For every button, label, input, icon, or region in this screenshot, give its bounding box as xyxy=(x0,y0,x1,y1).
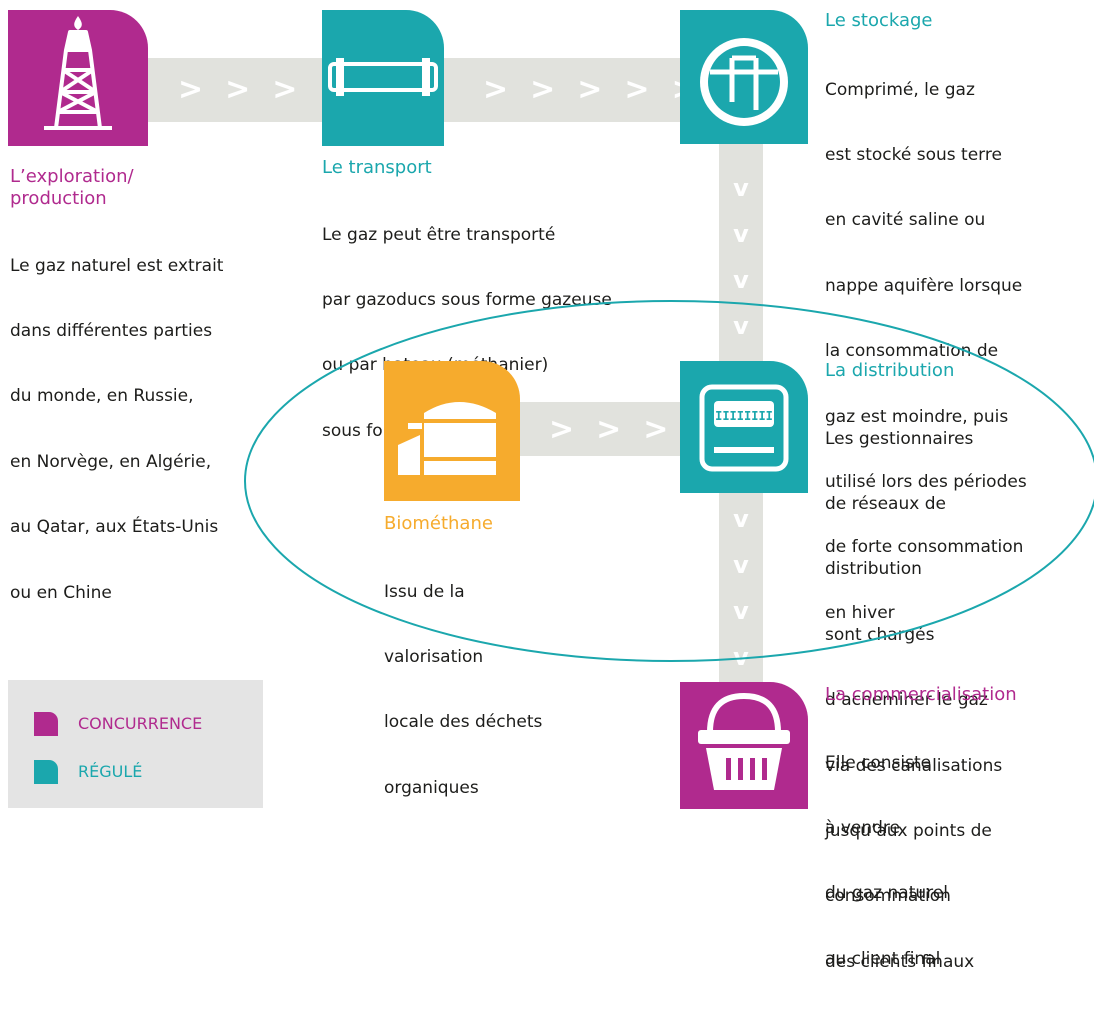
biomethane-tile xyxy=(384,361,520,501)
highlight-ellipse xyxy=(244,300,1094,662)
connector-transport-stockage: >>>>> xyxy=(443,58,697,122)
legend-swatch-regule xyxy=(34,760,58,784)
transport-tile xyxy=(322,10,444,146)
exploration-tile xyxy=(8,10,148,146)
stockage-text: Comprimé, le gaz est stocké sous terre e… xyxy=(825,79,1027,623)
commercialisation-tile xyxy=(680,682,808,809)
legend-swatch-concurrence xyxy=(34,712,58,736)
biogas-plant-icon xyxy=(398,402,496,475)
right-arrows: >>> xyxy=(549,412,691,447)
exploration-title: L’exploration/ production xyxy=(10,166,134,209)
storage-valve-icon xyxy=(700,38,788,126)
meter-digits: IIIIIIII xyxy=(715,409,773,423)
right-arrows: >>> xyxy=(178,72,320,107)
legend: CONCURRENCE RÉGULÉ xyxy=(8,680,263,808)
stockage-title: Le stockage xyxy=(825,10,933,31)
connector-biomethane-distribution: >>> xyxy=(519,402,681,456)
distribution-tile: IIIIIIII xyxy=(680,361,808,493)
connector-exploration-transport: >>> xyxy=(148,58,323,122)
exploration-text: Le gaz naturel est extrait dans différen… xyxy=(10,255,224,603)
gas-meter-icon: IIIIIIII xyxy=(699,384,789,472)
shopping-basket-icon xyxy=(698,692,790,790)
legend-label-regule: RÉGULÉ xyxy=(78,762,143,781)
legend-label-concurrence: CONCURRENCE xyxy=(78,714,203,733)
distribution-title: La distribution xyxy=(825,360,955,381)
pipeline-icon xyxy=(328,58,438,96)
biomethane-title: Biométhane xyxy=(384,513,493,534)
transport-title: Le transport xyxy=(322,157,432,178)
commercialisation-title: La commercialisation xyxy=(825,684,1017,705)
biomethane-text: Issu de la valorisation locale des déche… xyxy=(384,581,543,798)
oil-derrick-icon xyxy=(44,16,112,130)
stockage-tile xyxy=(680,10,808,144)
